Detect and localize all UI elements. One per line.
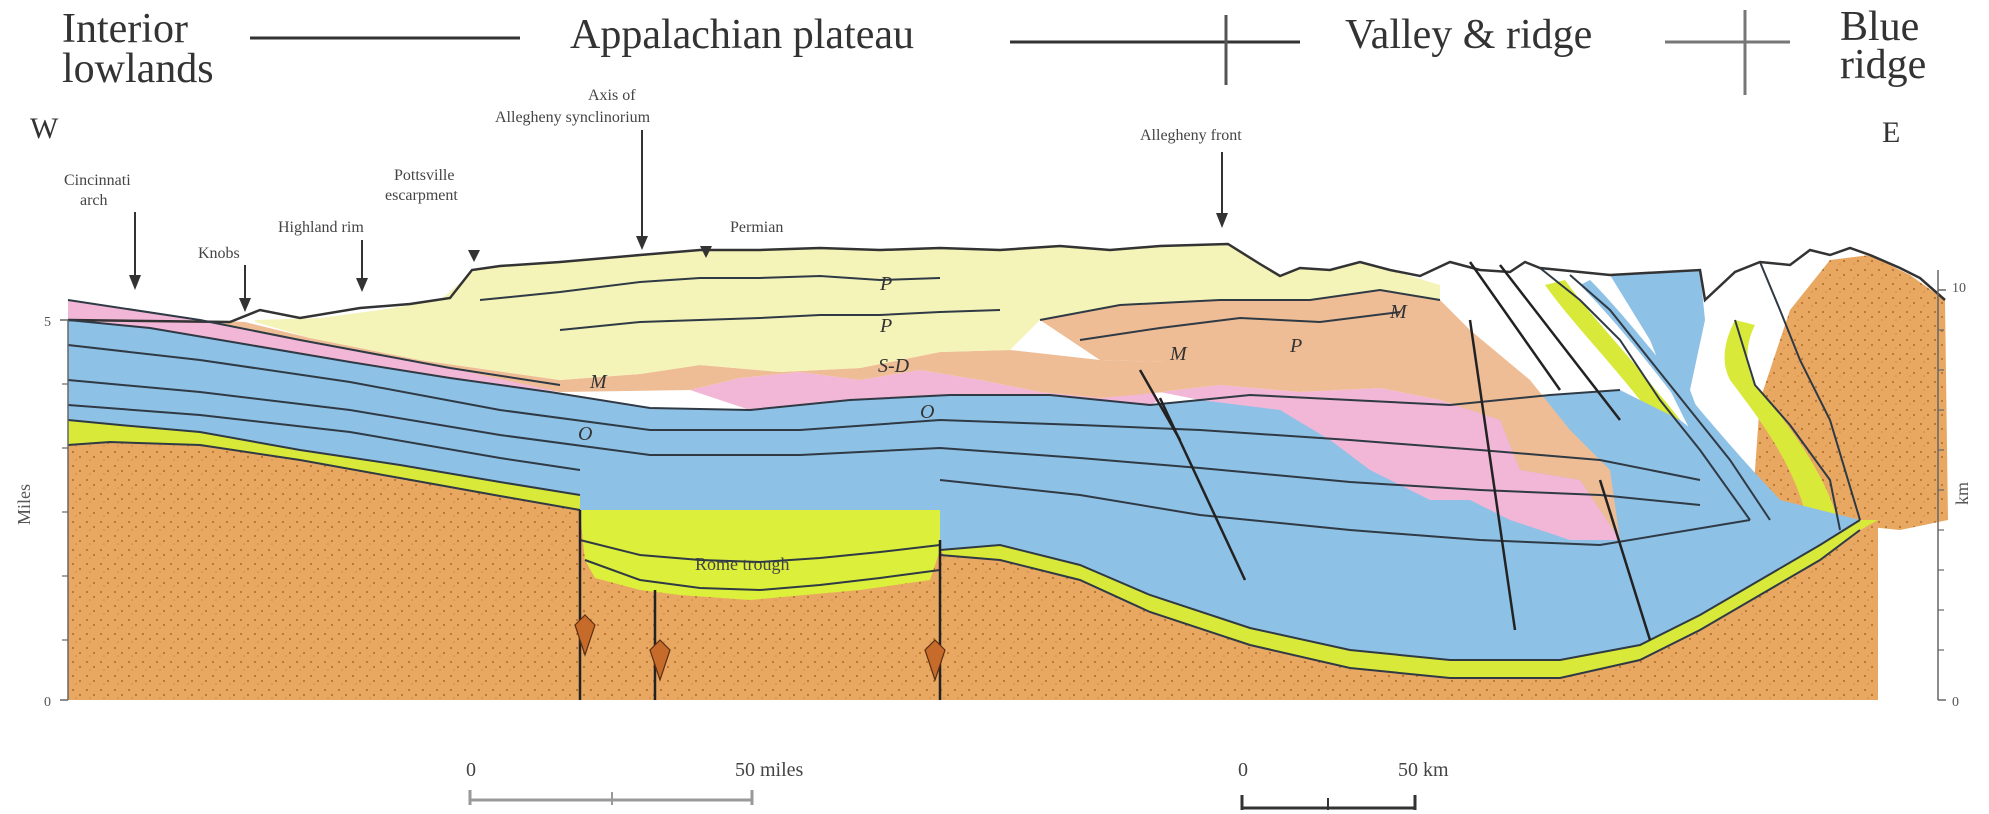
right-axis-label: km <box>1952 482 1972 505</box>
right-axis-top-tick: 10 <box>1952 281 1966 296</box>
layer-label-m-mid: M <box>1169 343 1188 365</box>
direction-west: W <box>30 112 59 145</box>
label-highland-rim: Highland rim <box>278 219 364 236</box>
label-cincinnati-arch-line1: Cincinnati <box>64 172 131 189</box>
label-cincinnati-arch-line2: arch <box>80 192 108 209</box>
layer-label-o-left: O <box>578 423 592 445</box>
direction-east: E <box>1882 116 1900 149</box>
scale-bar-miles: 0 50 miles <box>466 759 804 805</box>
arrowhead-icon <box>1216 213 1228 228</box>
scale-bar-km: 0 50 km <box>1238 759 1449 810</box>
province-header: Interior lowlands Appalachian plateau Va… <box>62 4 1926 95</box>
province-blue-ridge-line2: ridge <box>1840 42 1926 88</box>
right-axis-bottom-tick: 0 <box>1952 695 1959 710</box>
label-pottsville-line2: escarpment <box>385 187 458 204</box>
left-axis: 5 0 Miles <box>14 315 68 710</box>
layer-label-m-right: M <box>1389 301 1408 323</box>
province-interior-lowlands-line2: lowlands <box>62 46 214 92</box>
label-knobs: Knobs <box>198 245 240 262</box>
layer-label-o-mid: O <box>920 401 934 423</box>
label-permian: Permian <box>730 219 783 236</box>
scale-miles-zero: 0 <box>466 759 476 781</box>
label-allegheny-front: Allegheny front <box>1140 127 1242 144</box>
layer-label-m-left: M <box>589 371 608 393</box>
left-axis-top-tick: 5 <box>44 315 51 330</box>
arrowhead-icon <box>356 278 368 292</box>
label-rome-trough: Rome trough <box>695 554 790 574</box>
arrowhead-icon <box>468 250 480 262</box>
label-axis-line1: Axis of <box>588 87 636 104</box>
left-axis-bottom-tick: 0 <box>44 695 51 710</box>
scale-miles-label: 50 miles <box>735 759 804 781</box>
layer-label-p-lower: P <box>879 315 892 337</box>
scale-km-label: 50 km <box>1398 759 1449 781</box>
arrowhead-icon <box>129 275 141 290</box>
layer-blue-ridge-basement <box>1750 255 1948 540</box>
scale-km-zero: 0 <box>1238 759 1248 781</box>
province-valley-ridge: Valley & ridge <box>1345 12 1592 58</box>
left-axis-label: Miles <box>14 484 34 525</box>
layer-label-p-upper: P <box>879 273 892 295</box>
province-appalachian-plateau: Appalachian plateau <box>570 12 914 58</box>
label-axis-line2: Allegheny synclinorium <box>495 109 651 126</box>
layer-label-s-d: S-D <box>878 355 910 377</box>
label-pottsville-line1: Pottsville <box>394 167 454 184</box>
layer-label-p-right: P <box>1289 335 1302 357</box>
arrowhead-icon <box>636 236 648 250</box>
arrowhead-icon <box>239 298 251 312</box>
